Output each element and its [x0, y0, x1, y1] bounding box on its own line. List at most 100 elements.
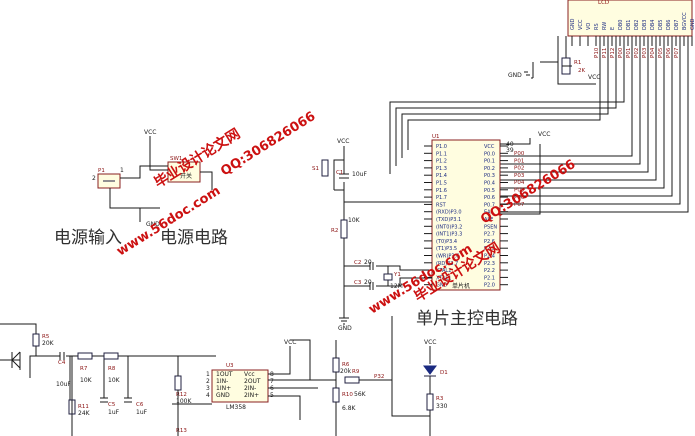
power-circuit: P1 2 1 SW1 开关 VCC GND — [92, 129, 213, 228]
c6-ref: C6 — [136, 402, 144, 408]
p1-pin2: 2 — [92, 175, 96, 182]
c1-value: 10uF — [352, 171, 367, 178]
lcd-pin-label: VO — [586, 23, 592, 30]
u1-net-label: P03 — [514, 173, 525, 179]
c2-ref: C2 — [354, 260, 361, 266]
y1-value: 12M — [390, 283, 403, 290]
u3-pin-label: Vcc — [244, 371, 255, 378]
input-wiring — [0, 323, 216, 436]
p32-net: P32 — [374, 374, 384, 380]
u1-right-pin: P0.4 — [484, 181, 495, 187]
lcd-net-label: P02 — [634, 48, 640, 58]
u3-pin-number: 7 — [270, 378, 274, 385]
u1-right-pin: P0.2 — [484, 166, 495, 172]
u1-left-pin: (WR)P3.6 — [436, 254, 459, 260]
lcd-net-label: P04 — [650, 47, 656, 58]
u1-right-pin: P2.1 — [484, 275, 495, 281]
lcd-contrast-wiring — [524, 36, 567, 79]
u3-part: LM358 — [226, 404, 246, 411]
u1-left-pin: P1.3 — [436, 166, 447, 172]
c1-ref: C1 — [336, 170, 343, 176]
crystal-wiring — [343, 265, 432, 318]
r10-body — [332, 387, 340, 403]
u1-net-label: P00 — [514, 151, 525, 157]
u1-right-pin: P2.6 — [484, 239, 495, 245]
u1-vcc-wiring — [500, 138, 541, 215]
r9-body — [344, 376, 360, 384]
u3-pin-label: 1OUT — [216, 371, 233, 378]
lcd-ref: LCD — [598, 0, 609, 6]
lcd-net-label: P11 — [602, 48, 608, 58]
u1-left-pin: P1.7 — [436, 195, 447, 201]
u1-right-pin: P0.7 — [484, 202, 495, 208]
u1-net-label: P04 — [514, 180, 525, 186]
d1-ref: D1 — [440, 370, 448, 376]
lcd-net-label: P00 — [618, 47, 624, 58]
u1-left-pin: GND — [436, 283, 448, 289]
c4-value: 10uF — [56, 381, 71, 388]
p1-bus-wires — [389, 36, 625, 174]
u1-ref: U1 — [432, 134, 440, 140]
r11-value: 24K — [78, 410, 91, 417]
r12-value: 100K — [176, 398, 192, 405]
input-transistor-icon — [11, 351, 21, 369]
c5-ref: C5 — [108, 402, 116, 408]
u1-left-pins: P1.0P1.1P1.2P1.3P1.4P1.5P1.6P1.7RST(RXD)… — [424, 144, 462, 289]
y1-ref: Y1 — [393, 272, 401, 278]
r6-body — [332, 357, 340, 373]
lcd-net-label: P10 — [594, 47, 600, 58]
u1-right-pins: VCCP0.0P0.1P0.2P0.3P0.4P0.5P0.6P0.7EAALE… — [484, 144, 508, 289]
vcc-net-u3: VCC — [284, 339, 296, 346]
u3-body — [211, 369, 269, 403]
u1-net-label: P07 — [514, 202, 525, 208]
u1-net-label: P06 — [514, 195, 525, 201]
u3-pin-number: 2 — [206, 378, 210, 385]
r12-body — [174, 375, 182, 391]
u1-left-pin: P1.1 — [436, 151, 447, 157]
r8-value: 10K — [108, 377, 121, 384]
r2-body — [340, 219, 348, 239]
c1-plates — [339, 173, 349, 179]
s1-switch — [321, 159, 329, 177]
p1-ref: P1 — [98, 168, 105, 174]
u1-left-pin: (RD)P3.7 — [436, 261, 458, 267]
r7-value: 10K — [80, 377, 93, 384]
power-wiring — [109, 136, 213, 222]
lcd-net-label: P01 — [626, 48, 632, 58]
u1-left-pin: P1.0 — [436, 144, 447, 150]
c5-value: 1uF — [108, 409, 120, 416]
p1-pin1: 1 — [120, 167, 124, 174]
r11-ref: R11 — [78, 404, 89, 410]
r3-body — [426, 393, 434, 411]
r2-ref: R2 — [331, 228, 338, 234]
u1-caption: 单片机 — [452, 282, 470, 290]
u1-left-pin: (INT1)P3.3 — [436, 232, 462, 238]
lcd-pin-label: VCC — [578, 19, 584, 30]
r11-body — [68, 399, 76, 415]
u1-right-pin: P0.1 — [484, 159, 495, 165]
lcd-pin-label: DB6 — [666, 20, 672, 30]
lcd-net-label: P07 — [674, 47, 680, 58]
r9-value: 6.8K — [342, 405, 357, 412]
u3-pin-label: 2IN+ — [244, 392, 259, 399]
u1-right-pin: P2.3 — [484, 261, 495, 267]
p0-bus-wires — [500, 36, 689, 213]
r5-value: 20K — [42, 340, 55, 347]
c3-value: 20 — [364, 279, 372, 286]
s1-ref: S1 — [312, 166, 319, 172]
c4-ref: C4 — [58, 360, 66, 366]
lcd-pin-label: DB2 — [634, 20, 640, 30]
label-power-input: 电源输入 — [54, 228, 122, 248]
vcc-net-u1: VCC — [538, 131, 550, 138]
u3-pin-number: 4 — [206, 392, 210, 399]
u1-body — [431, 139, 501, 291]
lcd-pin-label: DB4 — [650, 20, 656, 30]
u1-right-pin: P2.4 — [484, 254, 495, 260]
r7-body — [77, 352, 93, 360]
c5-c6-plates — [100, 397, 132, 403]
lcd-pin-leads — [571, 36, 693, 46]
c6-value: 1uF — [136, 409, 148, 416]
lcd-pin-label: DB5 — [658, 20, 664, 30]
r13-ref: R13 — [176, 428, 187, 434]
